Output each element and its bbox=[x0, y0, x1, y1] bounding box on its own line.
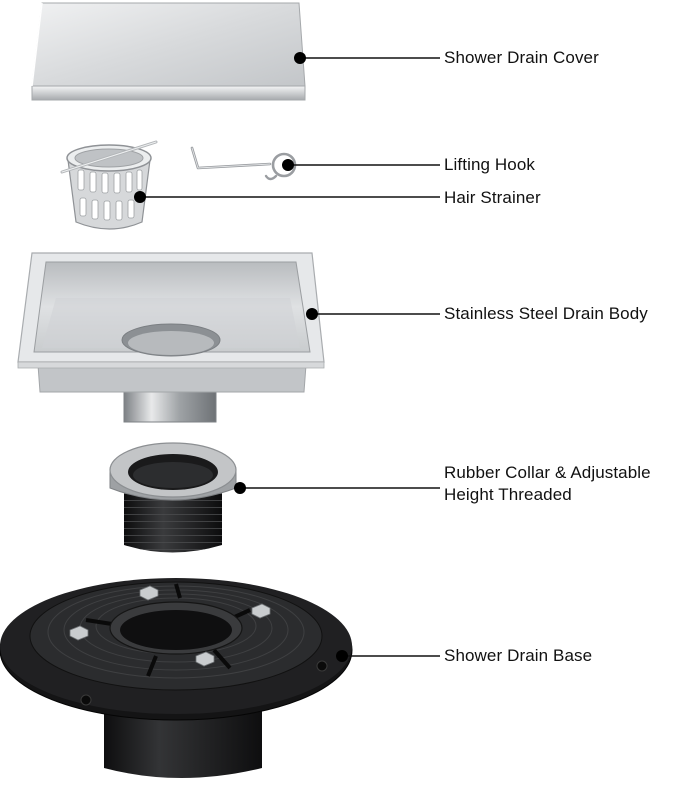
drain-base-graphic bbox=[0, 578, 353, 778]
label-lifting-hook: Lifting Hook bbox=[444, 155, 535, 174]
leader-dot-base bbox=[336, 650, 348, 662]
label-rubber-collar: Rubber Collar & Adjustable Height Thread… bbox=[444, 462, 679, 506]
lifting-hook-graphic bbox=[190, 146, 297, 181]
label-shower-drain-cover: Shower Drain Cover bbox=[444, 48, 599, 67]
leader-dot-body bbox=[306, 308, 318, 320]
leader-dots bbox=[134, 52, 348, 662]
rubber-collar-graphic bbox=[109, 442, 237, 553]
leader-dot-strainer bbox=[134, 191, 146, 203]
leader-dot-hook bbox=[282, 159, 294, 171]
label-shower-drain-base: Shower Drain Base bbox=[444, 646, 593, 665]
label-hair-strainer: Hair Strainer bbox=[444, 188, 541, 207]
leader-lines bbox=[140, 57, 440, 657]
drain-body-graphic bbox=[17, 252, 325, 423]
label-stainless-steel-drain-body: Stainless Steel Drain Body bbox=[444, 304, 648, 323]
label-rubber-collar-line1: Rubber Collar & Adjustable bbox=[444, 463, 651, 482]
label-rubber-collar-line2: Height Threaded bbox=[444, 485, 572, 504]
hair-strainer-graphic bbox=[60, 140, 158, 230]
leader-dot-collar bbox=[234, 482, 246, 494]
drain-cover-graphic bbox=[31, 2, 306, 101]
leader-dot-cover bbox=[294, 52, 306, 64]
